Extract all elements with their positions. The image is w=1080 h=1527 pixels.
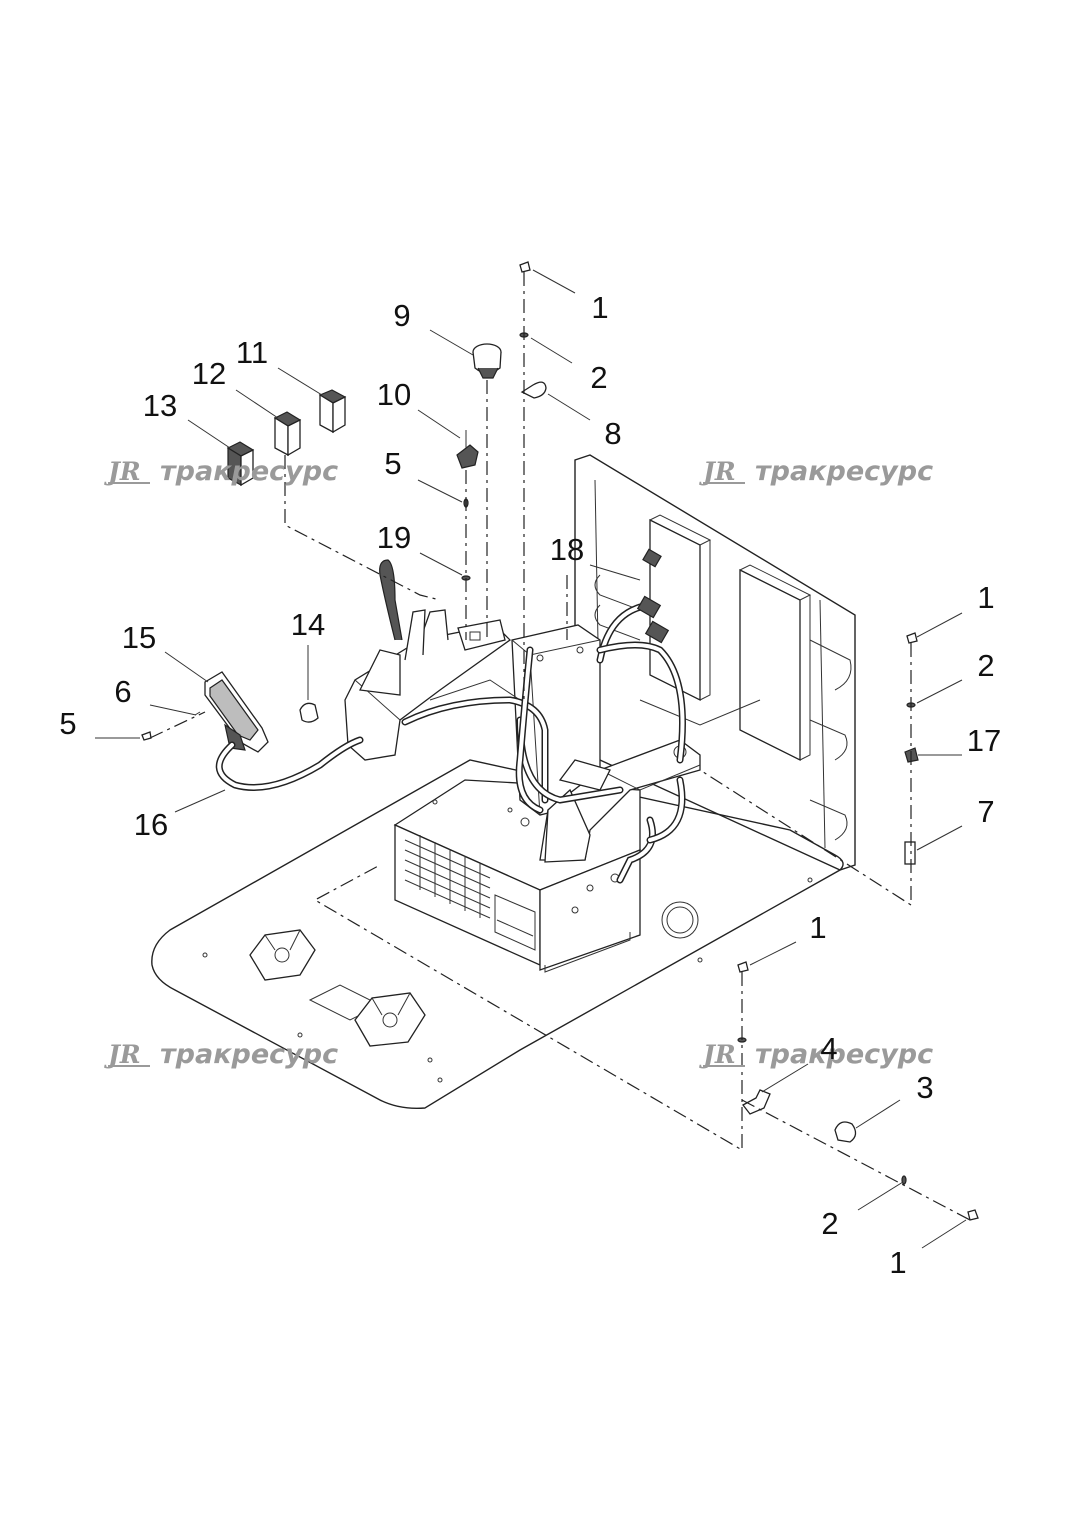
- cap-knob: [299, 702, 319, 723]
- watermark-text: тракресурс: [160, 456, 338, 487]
- floor-bracket-right: [354, 992, 426, 1047]
- callout-6: 6: [114, 674, 131, 709]
- callout-9: 9: [393, 298, 410, 333]
- callout-19: 19: [377, 520, 411, 555]
- callout-13: 13: [143, 388, 177, 423]
- fasteners: [141, 261, 979, 1221]
- assembly-center-lines: [149, 272, 971, 1221]
- rocker-switch-13: [226, 441, 255, 487]
- callout-11: 11: [236, 335, 268, 370]
- callout-15: 15: [122, 620, 156, 655]
- floor-bracket-left: [249, 929, 316, 981]
- callout-5: 5: [384, 446, 401, 481]
- p-clamp-3: [834, 1121, 857, 1143]
- watermark-text: тракресурс: [755, 1039, 933, 1070]
- display-cable: [215, 736, 364, 791]
- callout-2: 2: [590, 360, 607, 395]
- callout-17: 17: [967, 723, 1001, 758]
- callout-4: 4: [820, 1031, 837, 1066]
- watermark: JR тракресурс: [104, 456, 338, 487]
- callout-2: 2: [821, 1206, 838, 1241]
- watermark-logo: JR: [104, 1040, 141, 1069]
- bracket-4: [742, 1089, 771, 1115]
- watermark: JR тракресурс: [699, 1039, 933, 1070]
- callout-1: 1: [809, 910, 826, 945]
- callout-1: 1: [977, 580, 994, 615]
- harness-connectors: [636, 548, 670, 644]
- ignition-switch: [472, 343, 502, 379]
- right-joystick-console: [539, 739, 701, 863]
- rear-wall-panel: [574, 454, 856, 871]
- spacer-7: [904, 841, 916, 865]
- callout-1: 1: [591, 290, 608, 325]
- callout-3: 3: [916, 1070, 933, 1105]
- p-clamp-8: [520, 381, 547, 399]
- callout-5: 5: [59, 706, 76, 741]
- rocker-switch-12: [273, 411, 302, 457]
- watermark-text: тракресурс: [755, 456, 933, 487]
- watermark-text: тракресурс: [160, 1039, 338, 1070]
- callout-10: 10: [377, 377, 411, 412]
- wiring-harness: [401, 601, 686, 884]
- callout-12: 12: [192, 356, 226, 391]
- callout-8: 8: [604, 416, 621, 451]
- callout-14: 14: [291, 607, 325, 642]
- callout-1: 1: [889, 1245, 906, 1280]
- callout-2: 2: [977, 648, 994, 683]
- rocker-switch-11: [318, 389, 347, 434]
- leader-lines: [95, 269, 967, 1249]
- callout-16: 16: [134, 807, 168, 842]
- watermark-logo: JR: [699, 457, 736, 486]
- watermark: JR тракресурс: [699, 456, 933, 487]
- display-unit: [204, 671, 269, 753]
- callout-7: 7: [977, 794, 994, 829]
- connector-plug: [456, 430, 479, 469]
- watermark-logo: JR: [699, 1040, 736, 1069]
- watermark: JR тракресурс: [104, 1039, 338, 1070]
- left-joystick-console: [344, 559, 521, 761]
- watermark-logo: JR: [104, 457, 141, 486]
- callout-18: 18: [550, 532, 584, 567]
